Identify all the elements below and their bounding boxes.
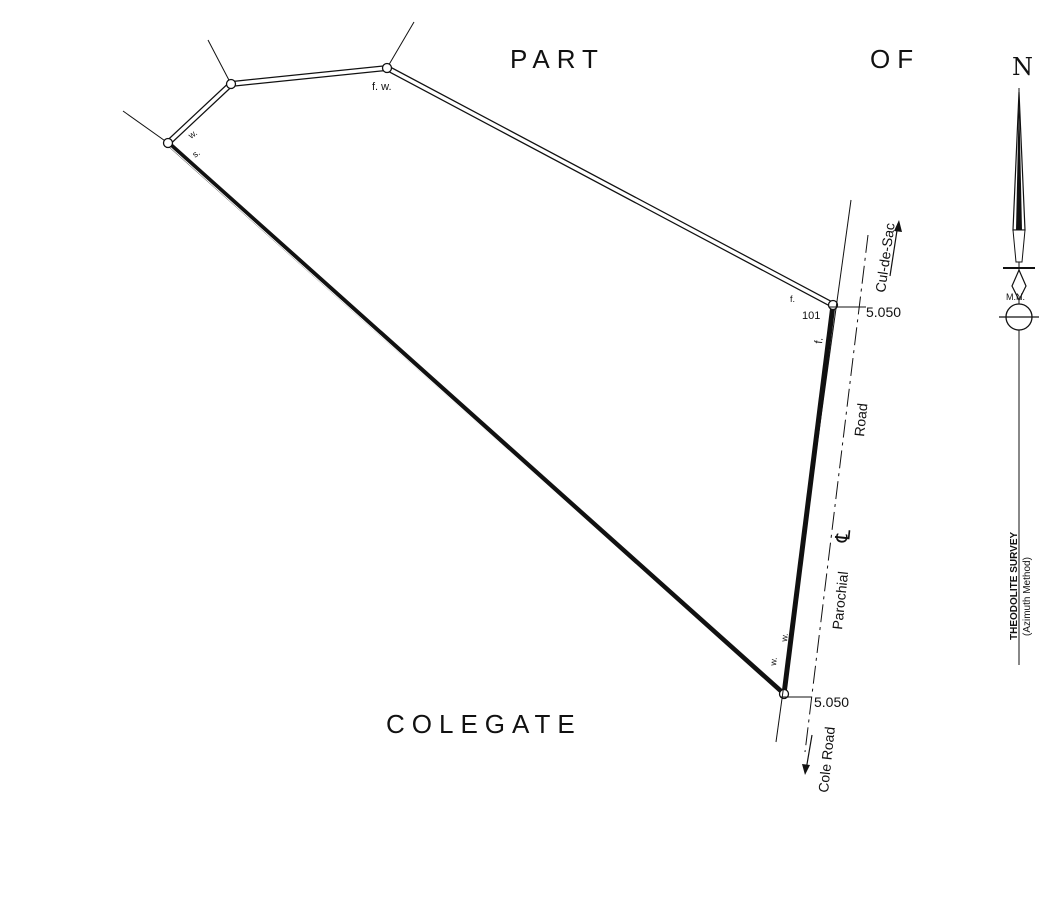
- corner-label-f-top-right: f.: [790, 294, 795, 304]
- witness-line-2: [207, 39, 232, 85]
- corner-label-w-bottom-1: w.: [779, 633, 790, 644]
- title-part: PART: [510, 44, 605, 74]
- north-label: N: [1012, 53, 1033, 81]
- witness-line-1: [122, 110, 169, 144]
- title-colegate: COLEGATE: [386, 709, 582, 739]
- offset-value-bottom: 5.050: [814, 694, 849, 710]
- road-label-parochial: Parochial: [829, 571, 851, 631]
- arrow-up-icon: [889, 220, 902, 277]
- offset-value-top: 5.050: [866, 304, 901, 320]
- road-label-cole-road: Cole Road: [815, 726, 838, 793]
- corner-marker: [381, 62, 393, 74]
- corner-marker: [162, 137, 174, 149]
- road-edge-line: [775, 199, 852, 743]
- magnetic-north-label: M.N.: [1006, 292, 1025, 302]
- corner-label-w-left: w.: [186, 128, 200, 142]
- survey-note-line2: (Azimuth Method): [1022, 557, 1033, 636]
- road-label-road: Road: [851, 402, 870, 437]
- corner-markers: [162, 62, 839, 700]
- road-centerline: [804, 234, 869, 753]
- parcel-boundary: [165, 64, 836, 696]
- corner-label-fw: f. w.: [372, 81, 392, 93]
- road-label-centerline: ℄: [832, 528, 855, 544]
- corner-marker: [225, 78, 237, 90]
- corner-label-f-right: f.: [813, 337, 826, 344]
- survey-note-line1: THEODOLITE SURVEY: [1009, 532, 1020, 640]
- corner-label-s-left: s.: [190, 147, 201, 159]
- road-label-cul-de-sac: Cul-de-Sac: [872, 222, 898, 294]
- corner-marker: [778, 688, 790, 700]
- title-of: OF: [870, 44, 920, 74]
- arrow-down-icon: [802, 734, 813, 775]
- witness-line-3: [386, 21, 415, 69]
- corner-label-w-bottom-2: w.: [768, 657, 779, 668]
- station-number: 101: [802, 310, 820, 322]
- north-arrow-icon: N M.N.: [999, 53, 1039, 665]
